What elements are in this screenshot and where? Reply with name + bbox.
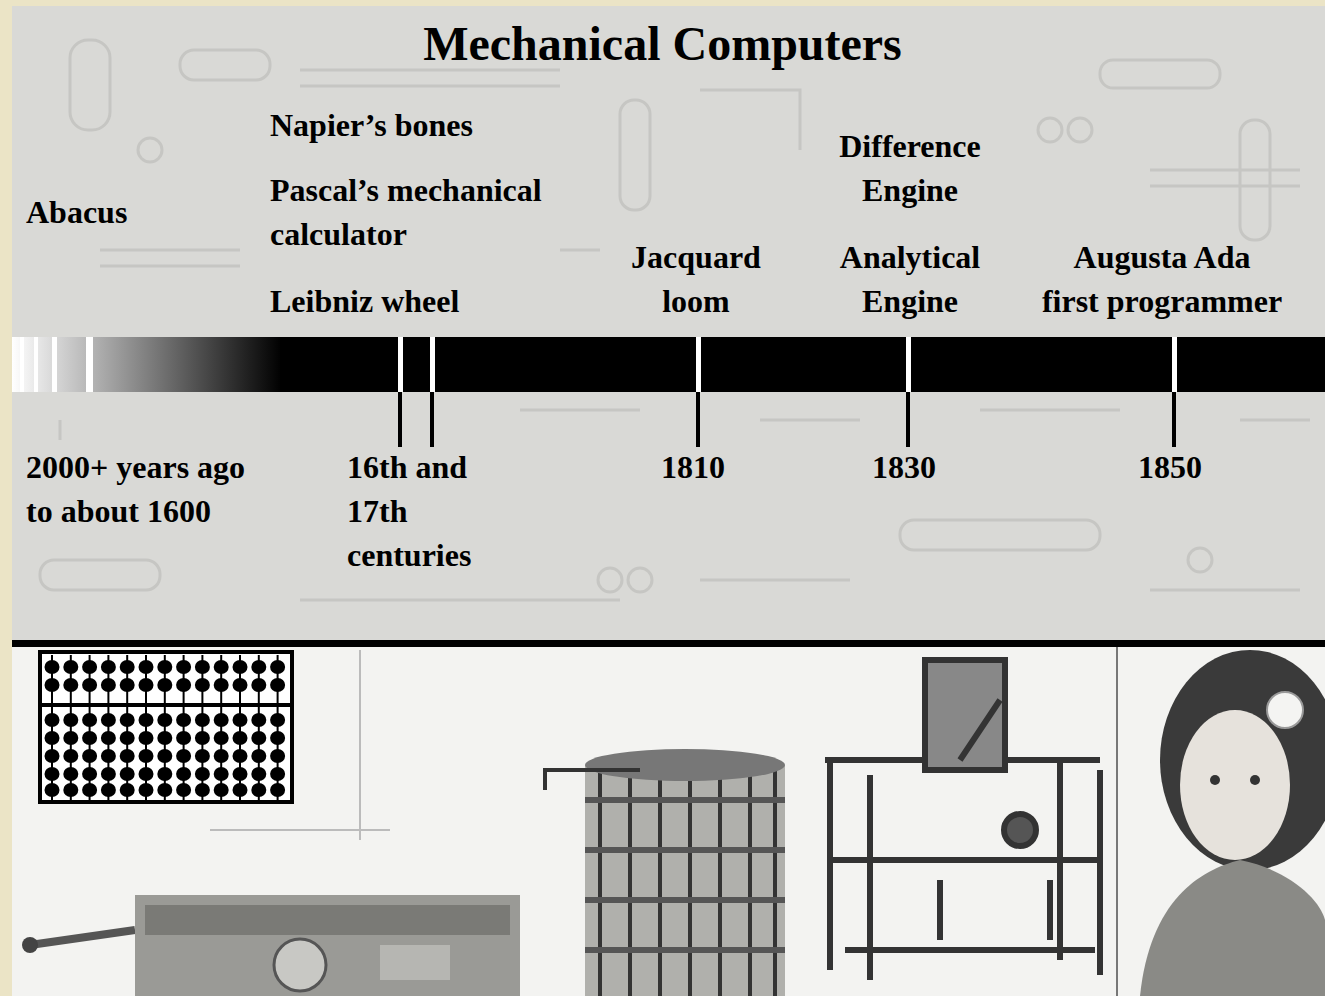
difference-engine-picture — [545, 749, 785, 996]
date-label: 1810 — [633, 445, 753, 489]
abacus-picture — [40, 652, 292, 802]
timeline-label: Napier’s bones — [270, 103, 590, 147]
date-label: 1850 — [1110, 445, 1230, 489]
timeline-ticks — [398, 337, 1177, 447]
timeline-label: Pascal’s mechanical calculator — [270, 168, 610, 256]
jacquard-loom-picture — [825, 660, 1100, 980]
diagram-title: Mechanical Computers — [0, 16, 1325, 72]
ada-portrait-picture — [1140, 650, 1325, 996]
title-text: Mechanical Computers — [423, 17, 902, 70]
timeline-label: Leibniz wheel — [270, 279, 590, 323]
photo-strip — [12, 640, 1325, 996]
date-label: 1830 — [844, 445, 964, 489]
date-label: 16th and 17th centuries — [347, 445, 497, 577]
pascal-calculator-picture — [22, 895, 520, 996]
timeline-bar — [12, 337, 1325, 392]
timeline-label: Difference Engine — [815, 124, 1005, 212]
date-label: 2000+ years ago to about 1600 — [26, 445, 301, 533]
timeline-label: Analytical Engine — [815, 235, 1005, 323]
timeline-label: Augusta Ada first programmer — [1012, 235, 1312, 323]
circuit-traces — [40, 40, 1310, 600]
timeline-label: Jacquard loom — [606, 235, 786, 323]
timeline-label: Abacus — [26, 190, 266, 234]
